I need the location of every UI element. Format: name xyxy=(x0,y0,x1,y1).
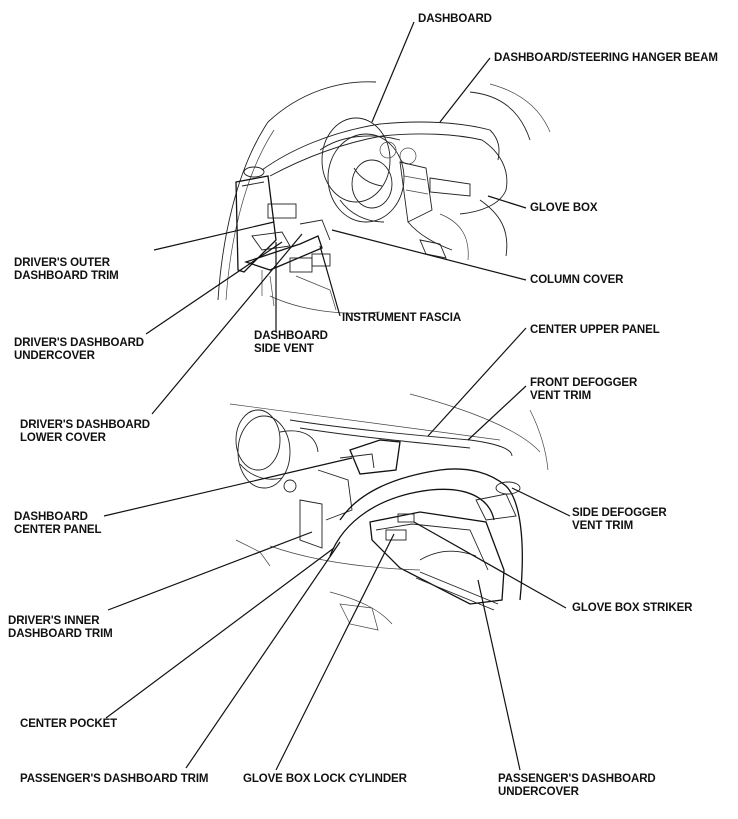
label-center-pocket: CENTER POCKET xyxy=(20,718,118,730)
label-line: SIDE VENT xyxy=(254,343,314,355)
label-line: FRONT DEFOGGER xyxy=(530,377,638,389)
label-line: DRIVER'S OUTER xyxy=(14,257,110,269)
label-drivers-inner-dashboard-trim: DRIVER'S INNER DASHBOARD TRIM xyxy=(8,615,113,641)
label-dashboard-side-vent: DASHBOARD SIDE VENT xyxy=(254,330,328,356)
pointer-lines xyxy=(103,21,571,771)
label-line: DASHBOARD TRIM xyxy=(8,628,113,640)
label-line: PASSENGER'S DASHBOARD xyxy=(498,773,656,785)
label-line: DASHBOARD TRIM xyxy=(14,270,119,282)
label-line: DRIVER'S DASHBOARD xyxy=(14,337,145,349)
label-line: UNDERCOVER xyxy=(14,350,95,362)
label-instrument-fascia: INSTRUMENT FASCIA xyxy=(342,312,462,324)
label-drivers-dashboard-undercover: DRIVER'S DASHBOARD UNDERCOVER xyxy=(14,337,144,363)
label-line: CENTER PANEL xyxy=(14,524,102,536)
upper-dashboard-drawing xyxy=(217,81,551,314)
label-line: LOWER COVER xyxy=(20,432,106,444)
label-line: DRIVER'S DASHBOARD xyxy=(20,419,151,431)
label-drivers-outer-dashboard-trim: DRIVER'S OUTER DASHBOARD TRIM xyxy=(14,257,119,283)
label-glove-box: GLOVE BOX xyxy=(530,202,598,214)
label-front-defogger-vent-trim: FRONT DEFOGGER VENT TRIM xyxy=(530,377,637,403)
label-line: DASHBOARD xyxy=(254,330,328,342)
label-dashboard-center-panel: DASHBOARD CENTER PANEL xyxy=(14,511,102,537)
lower-dashboard-drawing xyxy=(229,393,549,631)
label-line: SIDE DEFOGGER xyxy=(572,507,667,519)
label-passengers-dashboard-undercover: PASSENGER'S DASHBOARD UNDERCOVER xyxy=(498,773,656,799)
label-glove-box-striker: GLOVE BOX STRIKER xyxy=(572,602,693,614)
label-glove-box-lock-cylinder: GLOVE BOX LOCK CYLINDER xyxy=(243,773,407,785)
label-line: VENT TRIM xyxy=(572,520,634,532)
label-dashboard: DASHBOARD xyxy=(418,13,492,25)
label-hanger-beam: DASHBOARD/STEERING HANGER BEAM xyxy=(494,52,718,64)
label-line: DASHBOARD xyxy=(14,511,88,523)
label-passengers-dashboard-trim: PASSENGER'S DASHBOARD TRIM xyxy=(20,773,209,785)
label-side-defogger-vent-trim: SIDE DEFOGGER VENT TRIM xyxy=(572,507,667,533)
label-line: VENT TRIM xyxy=(530,390,592,402)
label-drivers-dashboard-lower-cover: DRIVER'S DASHBOARD LOWER COVER xyxy=(20,419,150,445)
label-center-upper-panel: CENTER UPPER PANEL xyxy=(530,324,660,336)
label-line: DRIVER'S INNER xyxy=(8,615,100,627)
label-column-cover: COLUMN COVER xyxy=(530,274,624,286)
label-line: UNDERCOVER xyxy=(498,786,579,798)
